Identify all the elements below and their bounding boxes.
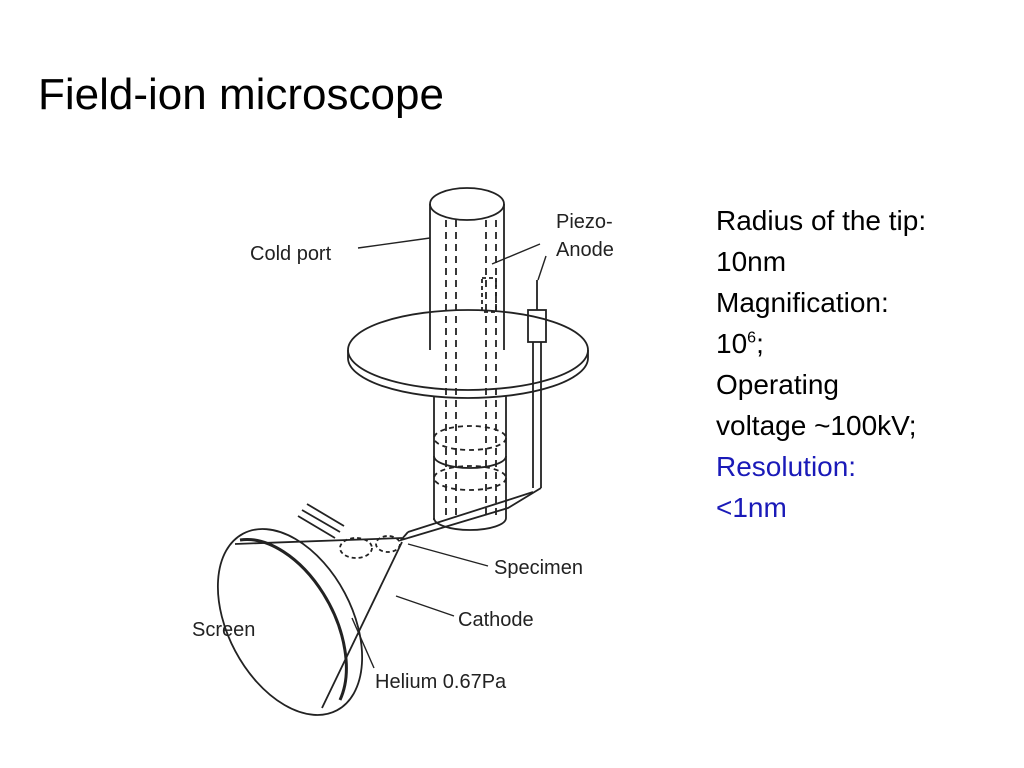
specimen-arm-lower	[407, 491, 534, 533]
anode-element	[527, 309, 547, 343]
slide-title: Field-ion microscope	[38, 70, 444, 119]
screen-rim	[239, 538, 348, 701]
label-specimen: Specimen	[494, 557, 583, 579]
resolution-value: <1nm	[716, 492, 787, 523]
piezo-element	[481, 277, 497, 313]
tip-radius-label: Radius of the tip:	[716, 205, 927, 236]
screen-disk	[216, 528, 364, 716]
magnification-value: 106;	[716, 323, 1016, 364]
label-cathode: Cathode	[458, 609, 534, 631]
label-screen: Screen	[192, 619, 255, 641]
gas-inlet-2	[301, 509, 341, 533]
cold-port-top	[429, 187, 505, 221]
magnification-label: Magnification:	[716, 287, 889, 318]
leader-piezo	[491, 243, 541, 265]
cone-upper-edge	[234, 537, 403, 545]
resolution-label: Resolution:	[716, 451, 857, 482]
lower-tube-band	[433, 455, 507, 469]
label-helium: Helium 0.67Pa	[375, 671, 507, 693]
tip-radius-value: 10nm	[716, 246, 787, 277]
label-cold-port: Cold port	[250, 243, 332, 265]
leader-cold-port	[357, 237, 431, 249]
cone-lower-edge	[321, 541, 403, 709]
leader-specimen	[407, 543, 489, 567]
magnification-base: 10	[716, 328, 748, 359]
flange-rim	[347, 350, 589, 399]
leader-cathode	[395, 595, 455, 617]
voltage-line-2: voltage ~100kV;	[716, 410, 917, 441]
gas-inlet-1	[297, 515, 336, 539]
fim-diagram-svg: Cold port Piezo- Anode Specimen Cathode …	[192, 187, 614, 716]
voltage-line-1: Operating	[716, 369, 839, 400]
label-anode: Anode	[556, 239, 614, 261]
lower-tube-ring-2	[433, 465, 507, 491]
fim-diagram: Cold port Piezo- Anode Specimen Cathode …	[170, 160, 650, 740]
leader-anode	[537, 255, 547, 281]
specimen-tip	[398, 531, 409, 542]
leader-helium	[351, 617, 375, 669]
ion-beam-2	[375, 535, 401, 553]
lower-tube-ring	[433, 425, 507, 451]
specimen-arm	[407, 487, 542, 539]
ion-beam-1	[339, 537, 373, 559]
flange-disk	[347, 309, 589, 391]
magnification-suffix: ;	[756, 328, 764, 359]
magnification-exponent: 6	[747, 329, 757, 347]
gas-inlet-3	[306, 503, 345, 527]
label-piezo: Piezo-	[556, 211, 613, 233]
notes-panel: Radius of the tip: 10nm Magnification: 1…	[716, 200, 1016, 528]
